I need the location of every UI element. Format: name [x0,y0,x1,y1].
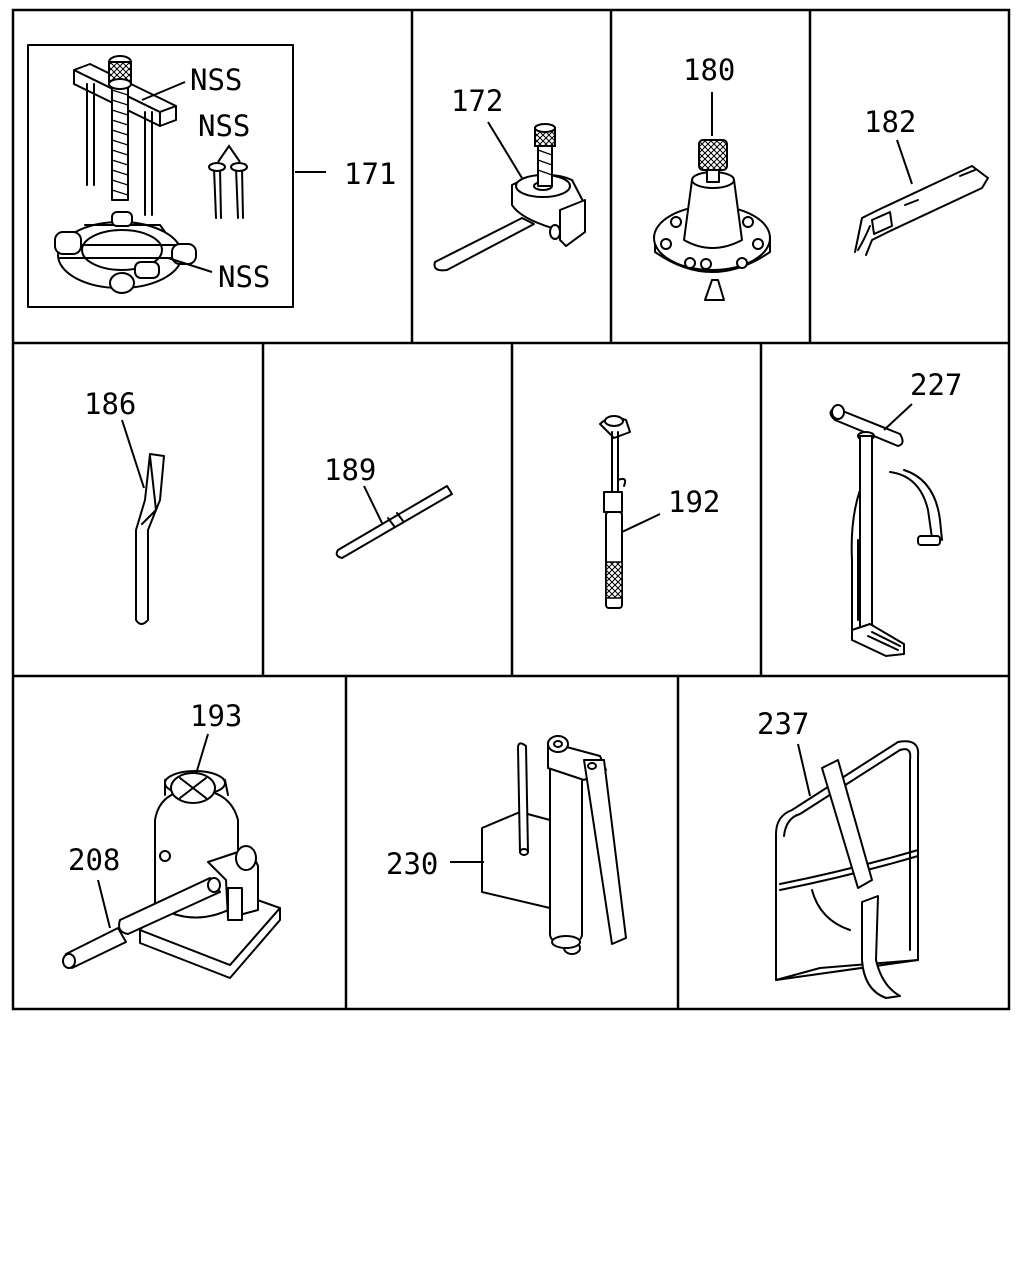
label-189: 189 [324,453,376,487]
label-192: 192 [668,485,720,519]
label-nss-bottom: NSS [218,260,270,294]
label-208: 208 [68,843,120,877]
label-171: 171 [344,157,396,191]
part-193-jack [62,733,281,979]
part-192-probe [599,415,661,609]
grid-frame [11,8,1011,1011]
label-186: 186 [84,387,136,421]
part-237-tool-bag [775,740,920,999]
part-186-bent-bar [121,419,165,625]
label-180: 180 [683,53,735,87]
part-182-bracket [854,139,989,256]
label-172: 172 [451,84,503,118]
label-nss-bolts: NSS [198,109,250,143]
part-189-pin [335,485,453,559]
part-171-puller-kit [27,44,326,308]
label-193: 193 [190,699,242,733]
label-nss-top: NSS [190,63,242,97]
label-227: 227 [910,368,962,402]
part-180-flange [653,92,771,301]
label-230: 230 [386,847,438,881]
part-227-pump [829,403,943,657]
label-182: 182 [864,105,916,139]
part-172-wrench [433,121,586,272]
part-230-grease-gun [450,735,627,955]
label-237: 237 [757,707,809,741]
